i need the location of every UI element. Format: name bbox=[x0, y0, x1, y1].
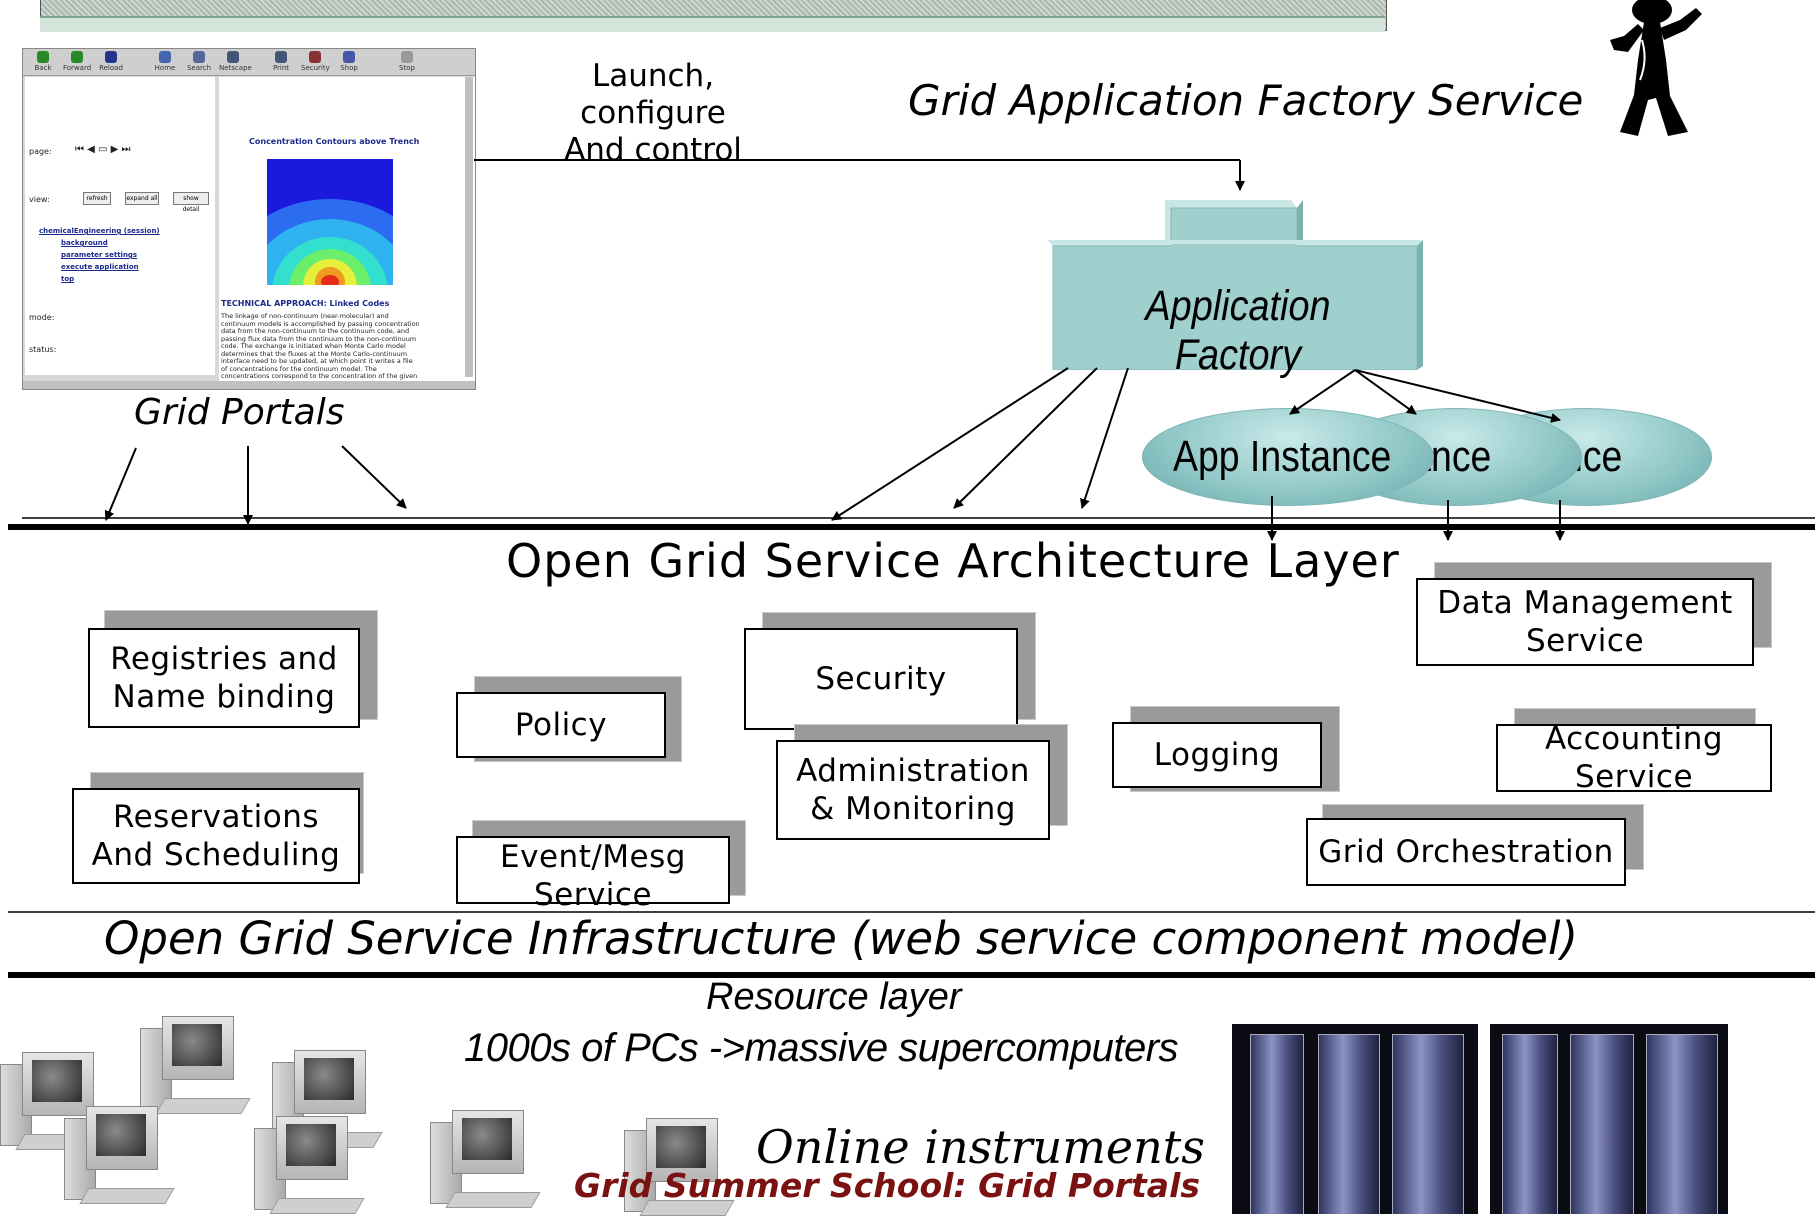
nav-link-execute[interactable]: execute application bbox=[61, 263, 139, 271]
pc-icon bbox=[624, 1112, 735, 1222]
accounting-line2: Service bbox=[1574, 759, 1694, 795]
nav-link-background[interactable]: background bbox=[61, 239, 108, 247]
footer-text: Grid Summer School: Grid Portals bbox=[574, 1166, 1201, 1205]
portal-content-panel: Concentration Contours above Trench TECH… bbox=[219, 77, 475, 389]
registries-line2: Name binding bbox=[112, 679, 336, 715]
nav-link-session[interactable]: chemicalEngineering (session) bbox=[39, 227, 160, 235]
home-icon[interactable]: Home bbox=[151, 51, 179, 73]
portal-nav-panel: page: ⏮ ◀ ▭ ▶ ⏭ view: refresh expand all… bbox=[25, 77, 215, 375]
admin-line1: Administration bbox=[796, 753, 1030, 789]
policy-box: Policy bbox=[456, 692, 666, 758]
user-figure-icon bbox=[1610, 0, 1702, 136]
factory-service-title: Grid Application Factory Service bbox=[908, 76, 1584, 125]
concentration-contour-image bbox=[267, 159, 393, 285]
page-label: page: bbox=[29, 147, 52, 156]
application-factory-shape bbox=[1047, 200, 1423, 370]
portal-scrollbar[interactable] bbox=[465, 77, 473, 377]
logging-box: Logging bbox=[1112, 722, 1322, 788]
event-line1: Event/Mesg bbox=[500, 839, 686, 875]
ogsi-layer-label: Open Grid Service Infrastructure (web se… bbox=[104, 912, 1579, 965]
pc-icon bbox=[430, 1104, 541, 1214]
security-icon[interactable]: Security bbox=[301, 51, 330, 73]
slide-title-bar-inner bbox=[40, 16, 1385, 32]
orchestration-label: Grid Orchestration bbox=[1318, 834, 1614, 870]
accounting-line1: Accounting bbox=[1544, 721, 1724, 757]
admin-line2: & Monitoring bbox=[810, 791, 1016, 827]
grid-portals-caption: Grid Portals bbox=[134, 392, 345, 433]
resource-layer-label: Resource layer bbox=[706, 976, 962, 1018]
reservations-line2: And Scheduling bbox=[91, 837, 341, 873]
online-instruments-label: Online instruments bbox=[756, 1120, 1205, 1174]
status-label: status: bbox=[29, 345, 57, 354]
app-instance-1: App Instance bbox=[1142, 408, 1434, 506]
data-mgmt-line2: Service bbox=[1525, 623, 1645, 659]
expand-all-button[interactable]: expand all bbox=[125, 192, 159, 205]
launch-text-line1: Launch, configure bbox=[580, 58, 726, 131]
ogsa-layer-label: Open Grid Service Architecture Layer bbox=[506, 534, 1400, 588]
print-icon[interactable]: Print bbox=[267, 51, 295, 73]
chart-title: Concentration Contours above Trench bbox=[249, 137, 420, 146]
portal-screenshot: Back Forward Reload Home Search Netscape… bbox=[22, 48, 476, 390]
event-line2: Service bbox=[533, 877, 653, 913]
refresh-button[interactable]: refresh bbox=[83, 192, 111, 205]
pc-icon bbox=[254, 1110, 365, 1220]
forward-icon[interactable]: Forward bbox=[63, 51, 91, 73]
app-instance-1-label: App Instance bbox=[1173, 432, 1392, 481]
resource-sub-label: 1000s of PCs ->massive supercomputers bbox=[464, 1026, 1179, 1070]
page-nav-icon[interactable]: ⏮ ◀ ▭ ▶ ⏭ bbox=[75, 144, 131, 155]
search-icon[interactable]: Search bbox=[185, 51, 213, 73]
reload-icon[interactable]: Reload bbox=[97, 51, 125, 73]
admin-box: Administration& Monitoring bbox=[776, 740, 1050, 840]
mode-label: mode: bbox=[29, 313, 55, 322]
supercomputer-photo bbox=[1490, 1024, 1728, 1214]
nav-link-parameters[interactable]: parameter settings bbox=[61, 251, 138, 259]
policy-label: Policy bbox=[514, 707, 608, 743]
browser-toolbar: Back Forward Reload Home Search Netscape… bbox=[23, 49, 475, 76]
show-detail-button[interactable]: show detail bbox=[173, 192, 209, 213]
orchestration-box: Grid Orchestration bbox=[1306, 818, 1626, 886]
shop-icon[interactable]: Shop bbox=[335, 51, 363, 73]
supercomputer-photo bbox=[1232, 1024, 1478, 1214]
launch-text: Launch, configure And control bbox=[518, 58, 788, 169]
stop-icon[interactable]: Stop bbox=[393, 51, 421, 73]
netscape-icon[interactable]: Netscape bbox=[219, 51, 252, 73]
section-heading: TECHNICAL APPROACH: Linked Codes bbox=[221, 299, 390, 308]
launch-text-line2: And control bbox=[564, 132, 742, 168]
data-mgmt-line1: Data Management bbox=[1437, 585, 1733, 621]
logging-label: Logging bbox=[1153, 737, 1281, 773]
pc-icon bbox=[64, 1100, 175, 1210]
back-icon[interactable]: Back bbox=[29, 51, 57, 73]
nav-link-top[interactable]: top bbox=[61, 275, 75, 283]
reservations-line1: Reservations bbox=[112, 799, 320, 835]
registries-line1: Registries and bbox=[110, 641, 338, 677]
pc-icon bbox=[0, 1046, 111, 1156]
application-factory-label: Application Factory bbox=[1145, 282, 1331, 379]
portal-hscrollbar[interactable] bbox=[23, 381, 475, 389]
security-box: Security bbox=[744, 628, 1018, 730]
view-label: view: bbox=[29, 195, 50, 204]
security-label: Security bbox=[815, 661, 947, 697]
pc-icon bbox=[140, 1010, 251, 1120]
portal-body-text: The linkage of non-continuum (near-molec… bbox=[221, 312, 420, 389]
